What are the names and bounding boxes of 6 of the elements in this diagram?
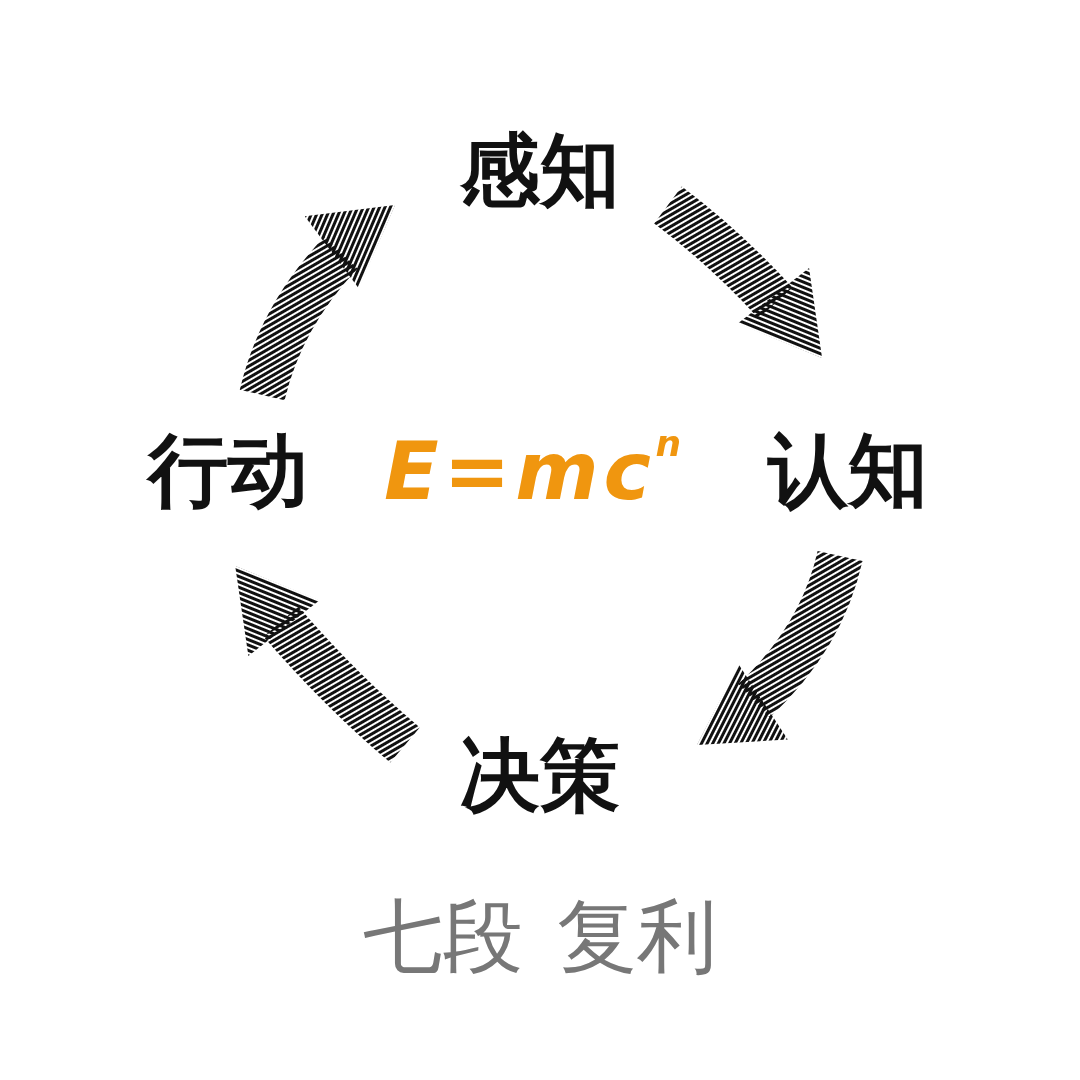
caption-text: 七段 复利 (363, 897, 717, 977)
stage-label: 决策 (460, 735, 620, 815)
formula-text: E=mc$^{n}$ (383, 432, 687, 512)
stage-label: 认知 (768, 430, 928, 510)
stage-label: 感知 (460, 130, 620, 210)
stage-label: 行动 (148, 430, 308, 510)
